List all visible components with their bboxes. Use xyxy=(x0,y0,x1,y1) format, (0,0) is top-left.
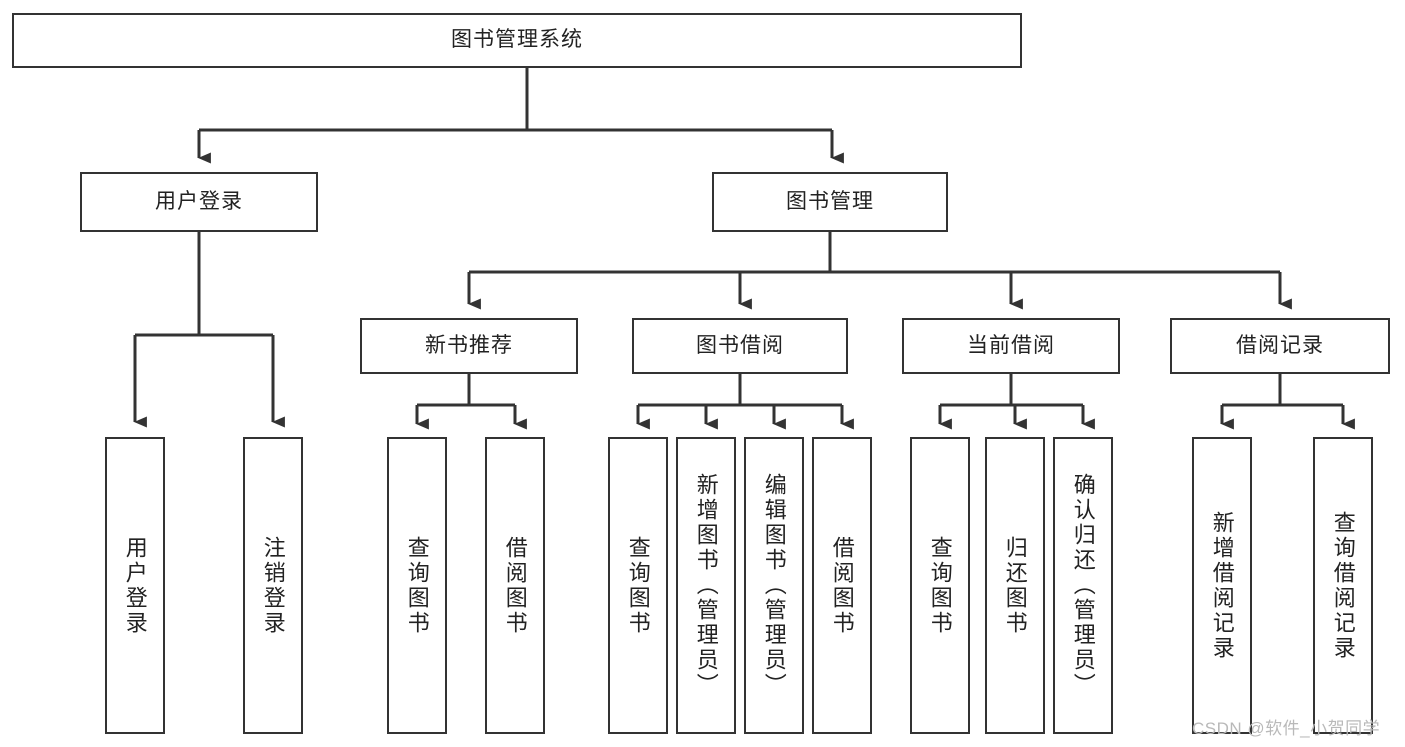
leaf-edit-book-admin-label: 编辑图书（管理员） xyxy=(761,473,787,698)
node-root[interactable]: 图书管理系统 xyxy=(12,13,1022,68)
leaf-borrow-query-book[interactable]: 查询图书 xyxy=(608,437,668,734)
leaf-rec-borrow-book[interactable]: 借阅图书 xyxy=(485,437,545,734)
leaf-borrow-book-label: 借阅图书 xyxy=(829,535,855,636)
node-root-label: 图书管理系统 xyxy=(451,28,583,52)
watermark: CSDN @软件_小贺同学 xyxy=(1192,719,1381,738)
leaf-cur-query-book[interactable]: 查询图书 xyxy=(910,437,970,734)
node-book-borrow[interactable]: 图书借阅 xyxy=(632,318,848,374)
leaf-confirm-return-admin[interactable]: 确认归还（管理员） xyxy=(1053,437,1113,734)
leaf-edit-book-admin[interactable]: 编辑图书（管理员） xyxy=(744,437,804,734)
leaf-user-login-label: 用户登录 xyxy=(122,535,148,636)
node-user-login[interactable]: 用户登录 xyxy=(80,172,318,232)
leaf-borrow-query-book-label: 查询图书 xyxy=(625,535,651,636)
leaf-query-borrow-record-label: 查询借阅记录 xyxy=(1330,510,1356,661)
leaf-user-login[interactable]: 用户登录 xyxy=(105,437,165,734)
node-new-book-recommend-label: 新书推荐 xyxy=(425,333,513,357)
leaf-rec-borrow-book-label: 借阅图书 xyxy=(502,535,528,636)
leaf-logout-label: 注销登录 xyxy=(260,535,286,636)
node-user-login-label: 用户登录 xyxy=(155,189,243,213)
node-book-borrow-label: 图书借阅 xyxy=(696,333,784,357)
leaf-add-borrow-record[interactable]: 新增借阅记录 xyxy=(1192,437,1252,734)
node-current-borrow[interactable]: 当前借阅 xyxy=(902,318,1120,374)
leaf-return-book[interactable]: 归还图书 xyxy=(985,437,1045,734)
leaf-add-borrow-record-label: 新增借阅记录 xyxy=(1209,510,1235,661)
node-borrow-record[interactable]: 借阅记录 xyxy=(1170,318,1390,374)
node-book-manage-label: 图书管理 xyxy=(786,189,874,213)
leaf-logout[interactable]: 注销登录 xyxy=(243,437,303,734)
node-borrow-record-label: 借阅记录 xyxy=(1236,333,1324,357)
leaf-borrow-book[interactable]: 借阅图书 xyxy=(812,437,872,734)
leaf-query-borrow-record[interactable]: 查询借阅记录 xyxy=(1313,437,1373,734)
leaf-cur-query-book-label: 查询图书 xyxy=(927,535,953,636)
leaf-rec-query-book-label: 查询图书 xyxy=(404,535,430,636)
node-current-borrow-label: 当前借阅 xyxy=(967,333,1055,357)
leaf-confirm-return-admin-label: 确认归还（管理员） xyxy=(1070,473,1096,698)
leaf-return-book-label: 归还图书 xyxy=(1002,535,1028,636)
leaf-rec-query-book[interactable]: 查询图书 xyxy=(387,437,447,734)
leaf-add-book-admin[interactable]: 新增图书（管理员） xyxy=(676,437,736,734)
node-book-manage[interactable]: 图书管理 xyxy=(712,172,948,232)
leaf-add-book-admin-label: 新增图书（管理员） xyxy=(693,473,719,698)
node-new-book-recommend[interactable]: 新书推荐 xyxy=(360,318,578,374)
